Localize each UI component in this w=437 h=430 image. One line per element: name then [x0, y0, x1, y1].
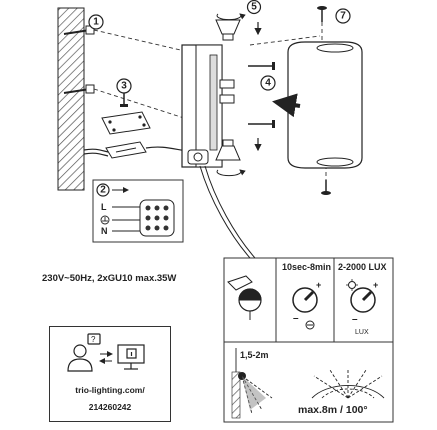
hand-adjust-icon: [227, 275, 262, 320]
svg-text:7: 7: [340, 11, 346, 22]
gu10-bulb-icon: [215, 139, 241, 161]
svg-text:4: 4: [265, 78, 271, 89]
lux-dial-text: LUX: [355, 329, 369, 336]
fixture-cover: [287, 41, 363, 169]
rotate-arrow-icon: [216, 13, 246, 177]
dial-icon: + –: [292, 280, 321, 330]
step-badge-3: 3: [116, 78, 132, 94]
time-setting-label: 10sec-8min: [282, 262, 331, 272]
detection-fan: [311, 368, 385, 399]
svg-text:5: 5: [251, 2, 257, 13]
step-badge-5: 5: [246, 0, 262, 15]
svg-text:?: ?: [91, 335, 96, 344]
terminal-l: L: [101, 202, 107, 212]
side-screw: [248, 62, 275, 128]
sensor-cable: [199, 165, 256, 259]
product-code: 214260242: [88, 402, 132, 412]
support-icons: ?: [67, 333, 145, 372]
detection-range-label: max.8m / 100°: [298, 404, 368, 416]
sensor-settings-panel: 10sec-8min 2-2000 LUX + –: [223, 257, 394, 343]
sun-dial-icon: + – LUX: [346, 279, 378, 336]
screw-icon: [120, 93, 128, 107]
mounting-plate: [101, 111, 151, 135]
wiring-detail-box: 2 L N: [92, 179, 184, 243]
earth-ground-icon: [100, 215, 110, 225]
electrical-spec: 230V~50Hz, 2xGU10 max.35W: [42, 273, 177, 284]
screw-icon: [317, 6, 327, 22]
svg-text:3: 3: [121, 81, 127, 92]
support-box: ? trio-lighting.com/ 214260242: [49, 326, 171, 422]
lux-setting-label: 2-2000 LUX: [338, 262, 387, 272]
detection-range-panel: 1,5-2m max.8m / 100°: [223, 341, 394, 423]
terminal-n: N: [101, 226, 108, 236]
support-url[interactable]: trio-lighting.com/: [75, 385, 145, 395]
svg-text:2: 2: [100, 185, 106, 196]
step-badge-4: 4: [260, 75, 276, 91]
step-badge-7: 7: [335, 8, 351, 24]
gu10-bulb-icon: [215, 19, 241, 41]
svg-text:+: +: [316, 280, 321, 290]
svg-text:1: 1: [93, 17, 99, 28]
svg-text:–: –: [293, 313, 299, 324]
right-arrow-icon: [272, 93, 301, 118]
fixture-body: [181, 44, 235, 168]
person-help-icon: ?: [67, 333, 101, 372]
wall: [57, 7, 85, 191]
svg-text:–: –: [352, 314, 358, 325]
svg-text:+: +: [373, 280, 378, 290]
monitor-info-icon: [117, 344, 145, 370]
swap-arrow-icon: [99, 351, 113, 364]
terminal-block: [105, 141, 147, 159]
screw-icon: [321, 180, 331, 195]
step-badge-1: 1: [88, 14, 104, 30]
mount-height-label: 1,5-2m: [240, 350, 269, 360]
